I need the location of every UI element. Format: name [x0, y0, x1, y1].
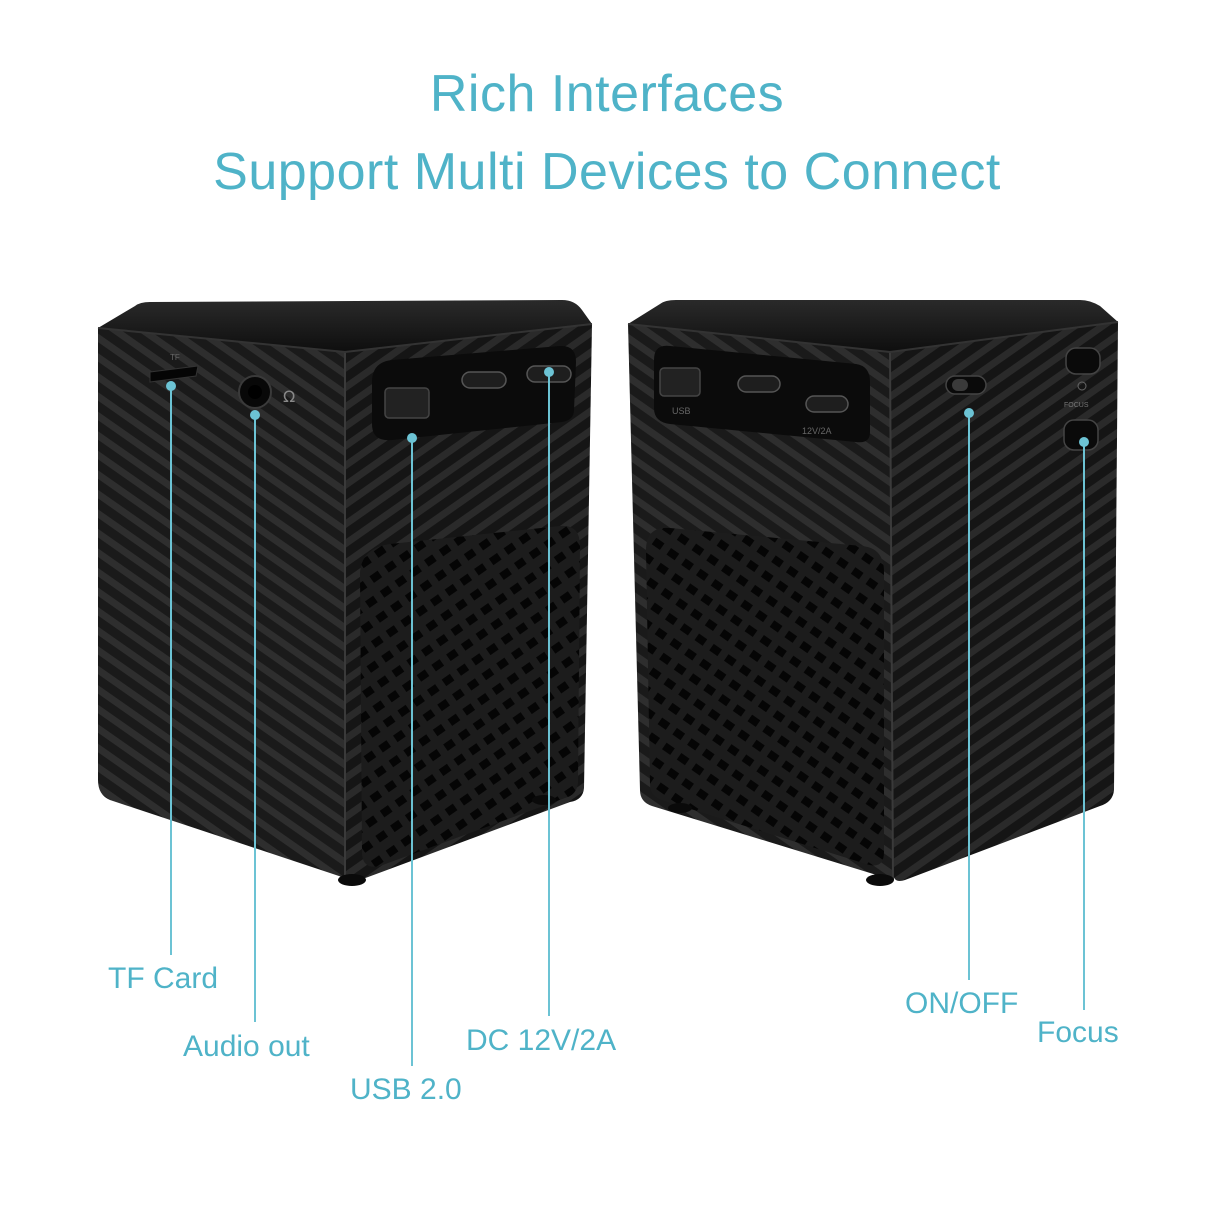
focus-print: FOCUS [1064, 402, 1089, 409]
focus-wheel-top [1065, 347, 1101, 375]
usb-c-port-right [737, 375, 781, 393]
tf-card-slot [149, 365, 199, 383]
projector-right: USB 12V/2A FOCUS [627, 300, 1119, 886]
dc-print: 12V/2A [802, 426, 832, 436]
projector-left-side-face [98, 328, 345, 878]
on-off-label: ON/OFF [905, 987, 1019, 1020]
projector-left: TF Ω [97, 300, 593, 886]
callouts [166, 367, 1089, 1066]
tf-card-label: TF Card [108, 962, 219, 995]
headline-line-2: Support Multi Devices to Connect [213, 143, 1001, 201]
dc-port-right [805, 395, 849, 413]
headline-line-1: Rich Interfaces [429, 65, 785, 123]
usb-c-port-left [461, 371, 507, 389]
usb-print: USB [672, 406, 691, 416]
dc-label: DC 12V/2A [466, 1024, 617, 1057]
usb-label: USB 2.0 [350, 1073, 462, 1106]
usb-port-left [384, 387, 430, 419]
tf-slot-print: TF [170, 353, 180, 362]
headphone-icon: Ω [283, 387, 295, 406]
focus-wheel [1063, 419, 1099, 451]
projector-right-top [628, 300, 1118, 352]
port-panel-right [654, 345, 870, 443]
projector-right-side-face [890, 322, 1118, 881]
usb-port-right [659, 367, 701, 397]
projector-left-vent [360, 525, 580, 867]
focus-label: Focus [1037, 1016, 1119, 1049]
audio-out-label: Audio out [183, 1030, 310, 1063]
projector-right-vent [646, 527, 884, 866]
